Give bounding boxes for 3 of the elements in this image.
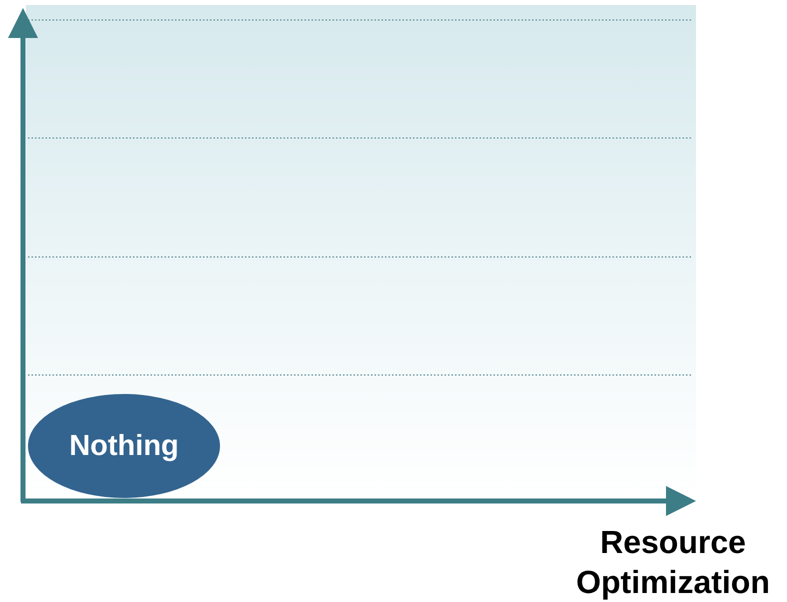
node-label: Nothing: [69, 430, 179, 462]
ellipse-node: [28, 394, 220, 498]
axis-title: Resource Optimization: [575, 523, 771, 602]
